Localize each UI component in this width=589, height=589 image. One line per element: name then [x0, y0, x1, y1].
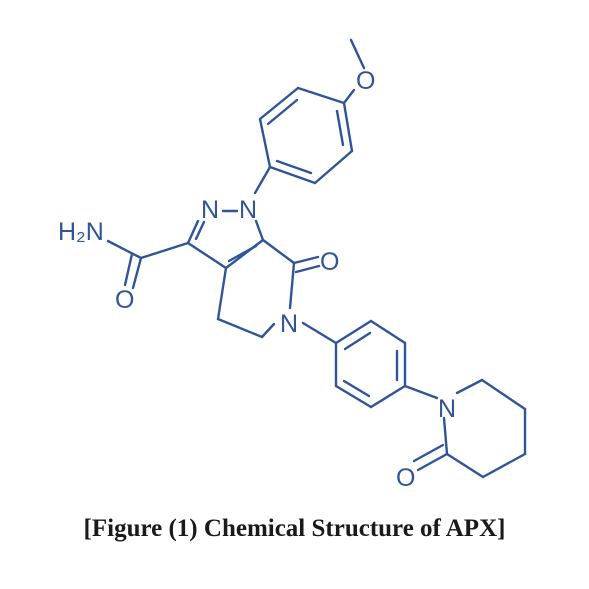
piperidinone-aryl-bond	[403, 384, 439, 400]
figure-caption: [Figure (1) Chemical Structure of APX]	[83, 515, 506, 542]
piperidinone-ring	[412, 378, 527, 479]
pyrazole-n2-label: N	[201, 196, 219, 224]
carboxamide-group	[106, 239, 190, 290]
chemical-structure-diagram: H₂N O N N O N O N O	[58, 38, 527, 492]
pyrazole-ring	[186, 209, 265, 270]
methoxy-group	[342, 38, 366, 105]
lactam-nitrogen-label: N	[280, 310, 298, 338]
lactam-oxygen-label: O	[320, 248, 339, 276]
pyridinone-ring	[216, 238, 321, 339]
methoxy-oxygen-label: O	[356, 67, 375, 95]
methoxyphenyl-ring	[258, 86, 354, 185]
pyrazole-n1-label: N	[239, 196, 257, 224]
amide-oxygen-label: O	[115, 286, 134, 314]
n1-aryl-bond	[253, 165, 272, 195]
amine-label: H₂N	[58, 218, 104, 246]
phenylene-ring	[334, 319, 407, 409]
piperidinone-oxygen-label: O	[396, 464, 415, 492]
n6-aryl-bond	[301, 321, 338, 345]
piperidinone-nitrogen-label: N	[438, 395, 456, 423]
